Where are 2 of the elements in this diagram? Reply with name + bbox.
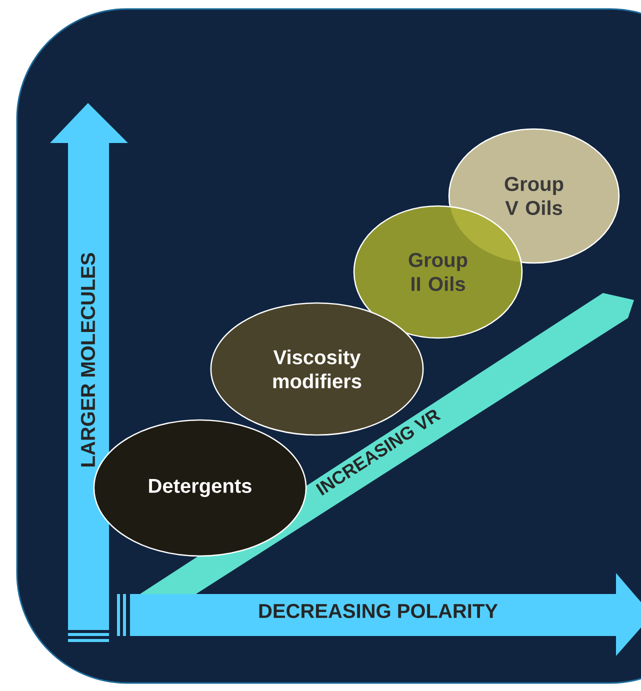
axis-label: DECREASING POLARITY — [259, 604, 498, 618]
axis-label: LARGER MOLECULES — [80, 253, 96, 466]
